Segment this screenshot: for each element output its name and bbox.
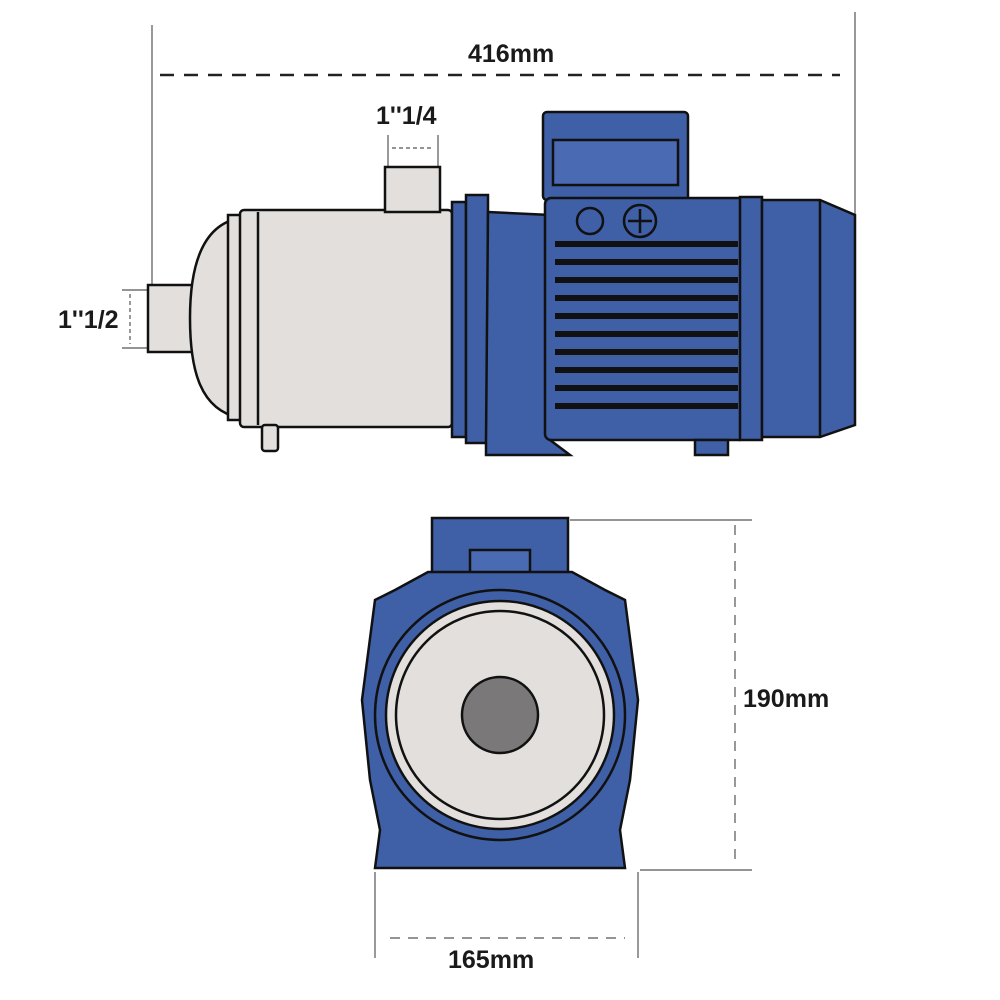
inlet-size-label: 1''1/2 bbox=[58, 306, 119, 334]
dimension-lines bbox=[122, 12, 856, 958]
overall-length-label: 416mm bbox=[468, 40, 555, 68]
base-width-label: 165mm bbox=[448, 946, 535, 974]
pump-front-view bbox=[360, 516, 640, 870]
height-label: 190mm bbox=[743, 685, 830, 713]
motor-fins bbox=[555, 241, 738, 409]
outlet-size-label: 1''1/4 bbox=[376, 102, 437, 130]
pump-side-view bbox=[146, 110, 857, 457]
